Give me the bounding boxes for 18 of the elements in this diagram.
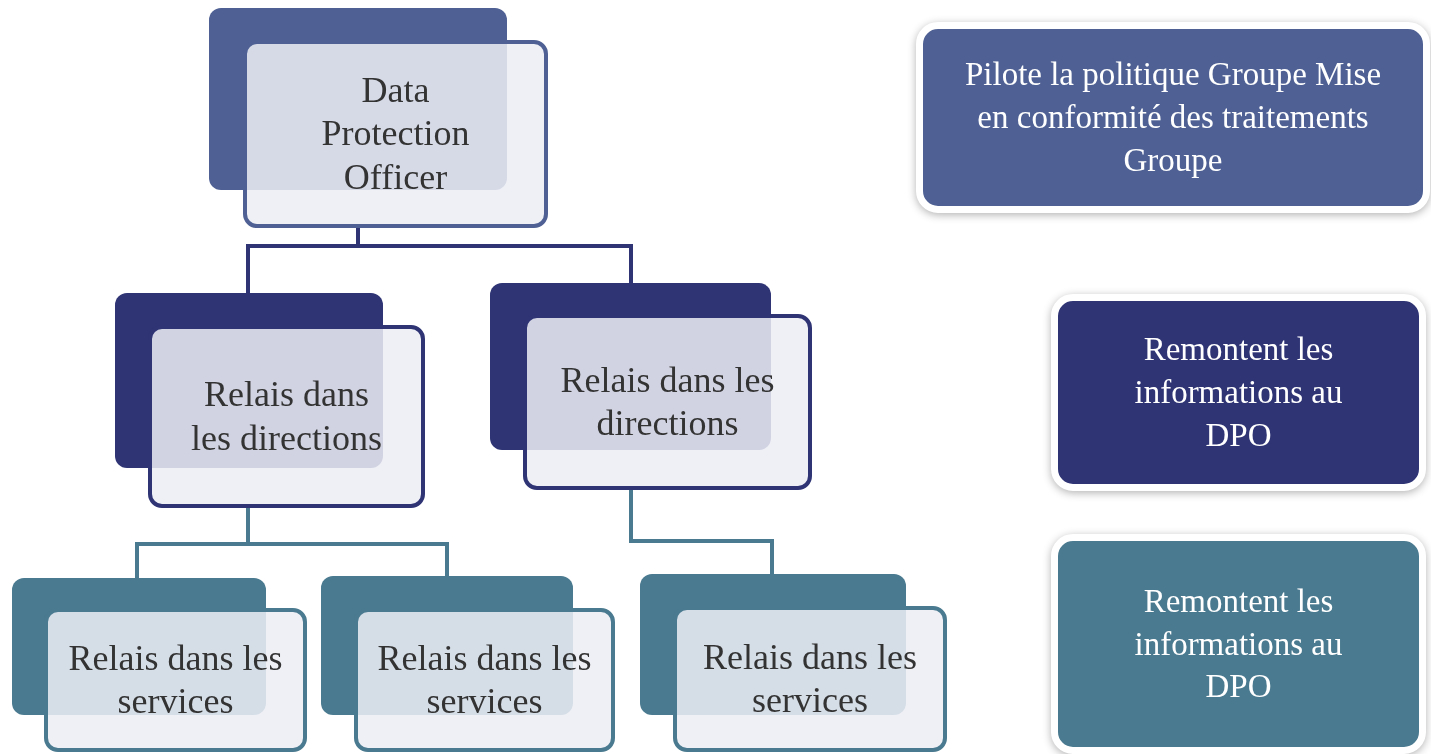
box-text: Data Protection Officer	[320, 69, 471, 199]
connector-line	[356, 228, 633, 283]
connector-line	[629, 490, 774, 574]
role-card	[490, 283, 812, 490]
box-text: Pilote la politique Groupe Mise en conformité des traitements Groupe	[963, 55, 1383, 180]
role-card	[12, 578, 307, 752]
role-card	[640, 574, 947, 752]
box-text: Relais dans les services	[376, 636, 593, 723]
role-card	[321, 576, 615, 752]
box-text: Relais dans les services	[67, 636, 284, 723]
box-text: Relais dans les directions	[559, 358, 776, 445]
role-card	[209, 8, 548, 228]
connector-line	[246, 508, 449, 576]
box-text: Remontent les informations au DPO	[1133, 581, 1344, 707]
role-card	[115, 293, 425, 508]
box-text: Relais dans les services	[702, 635, 918, 722]
box-text: Relais dans les directions	[190, 373, 383, 460]
box-text: Remontent les informations au DPO	[1133, 330, 1344, 455]
